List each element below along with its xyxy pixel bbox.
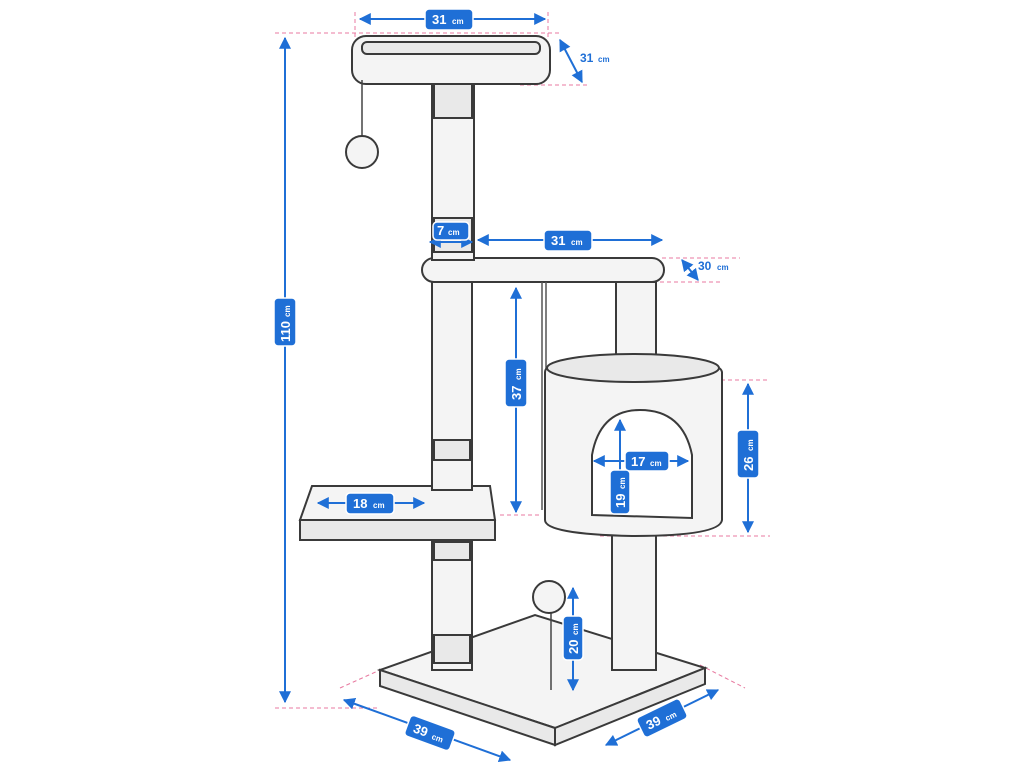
svg-text:cm: cm: [283, 305, 292, 317]
svg-text:cm: cm: [571, 238, 583, 247]
label-top-depth: 31 cm: [580, 51, 610, 65]
label-mid-width: 31 cm: [543, 229, 593, 252]
condo-support-post: [611, 527, 657, 671]
label-toy-height: 20 cm: [562, 615, 584, 661]
middle-platform: [421, 257, 665, 283]
svg-text:cm: cm: [448, 228, 460, 237]
label-drop-height: 37 cm: [504, 358, 528, 408]
svg-text:20: 20: [566, 640, 581, 654]
label-post-diameter: 7 cm: [432, 221, 470, 241]
svg-text:cm: cm: [598, 55, 610, 64]
svg-text:31: 31: [580, 51, 594, 65]
svg-text:cm: cm: [746, 439, 755, 451]
spring-ball-toy: [532, 580, 566, 614]
svg-text:cm: cm: [373, 501, 385, 510]
svg-text:110: 110: [278, 321, 293, 342]
svg-text:37: 37: [509, 386, 524, 400]
label-total-height: 110 cm: [273, 297, 297, 347]
label-top-width: 31 cm: [424, 8, 474, 31]
svg-text:39: 39: [644, 713, 664, 733]
label-condo-height: 26 cm: [736, 429, 760, 479]
svg-text:cm: cm: [430, 732, 444, 744]
label-side-step-width: 18 cm: [345, 492, 395, 515]
label-mid-depth: 30 cm: [698, 259, 729, 273]
svg-text:19: 19: [613, 494, 628, 508]
svg-text:cm: cm: [514, 368, 523, 380]
svg-text:cm: cm: [452, 17, 464, 26]
label-hole-width: 17 cm: [624, 450, 670, 472]
svg-text:cm: cm: [717, 263, 729, 272]
svg-text:18: 18: [353, 496, 367, 511]
svg-text:30: 30: [698, 259, 712, 273]
svg-text:17: 17: [631, 454, 645, 469]
svg-text:26: 26: [741, 457, 756, 471]
label-hole-height: 19 cm: [609, 469, 631, 515]
svg-text:39: 39: [411, 721, 430, 740]
svg-text:31: 31: [432, 12, 446, 27]
svg-text:31: 31: [551, 233, 565, 248]
hanging-ball-toy: [345, 135, 379, 169]
condo-upper-post: [615, 281, 657, 363]
label-base-width: 39 cm: [636, 698, 688, 738]
svg-text:cm: cm: [571, 623, 580, 635]
svg-text:cm: cm: [618, 477, 627, 489]
label-base-depth: 39 cm: [404, 714, 456, 752]
svg-text:cm: cm: [650, 459, 662, 468]
svg-text:7: 7: [437, 223, 444, 238]
